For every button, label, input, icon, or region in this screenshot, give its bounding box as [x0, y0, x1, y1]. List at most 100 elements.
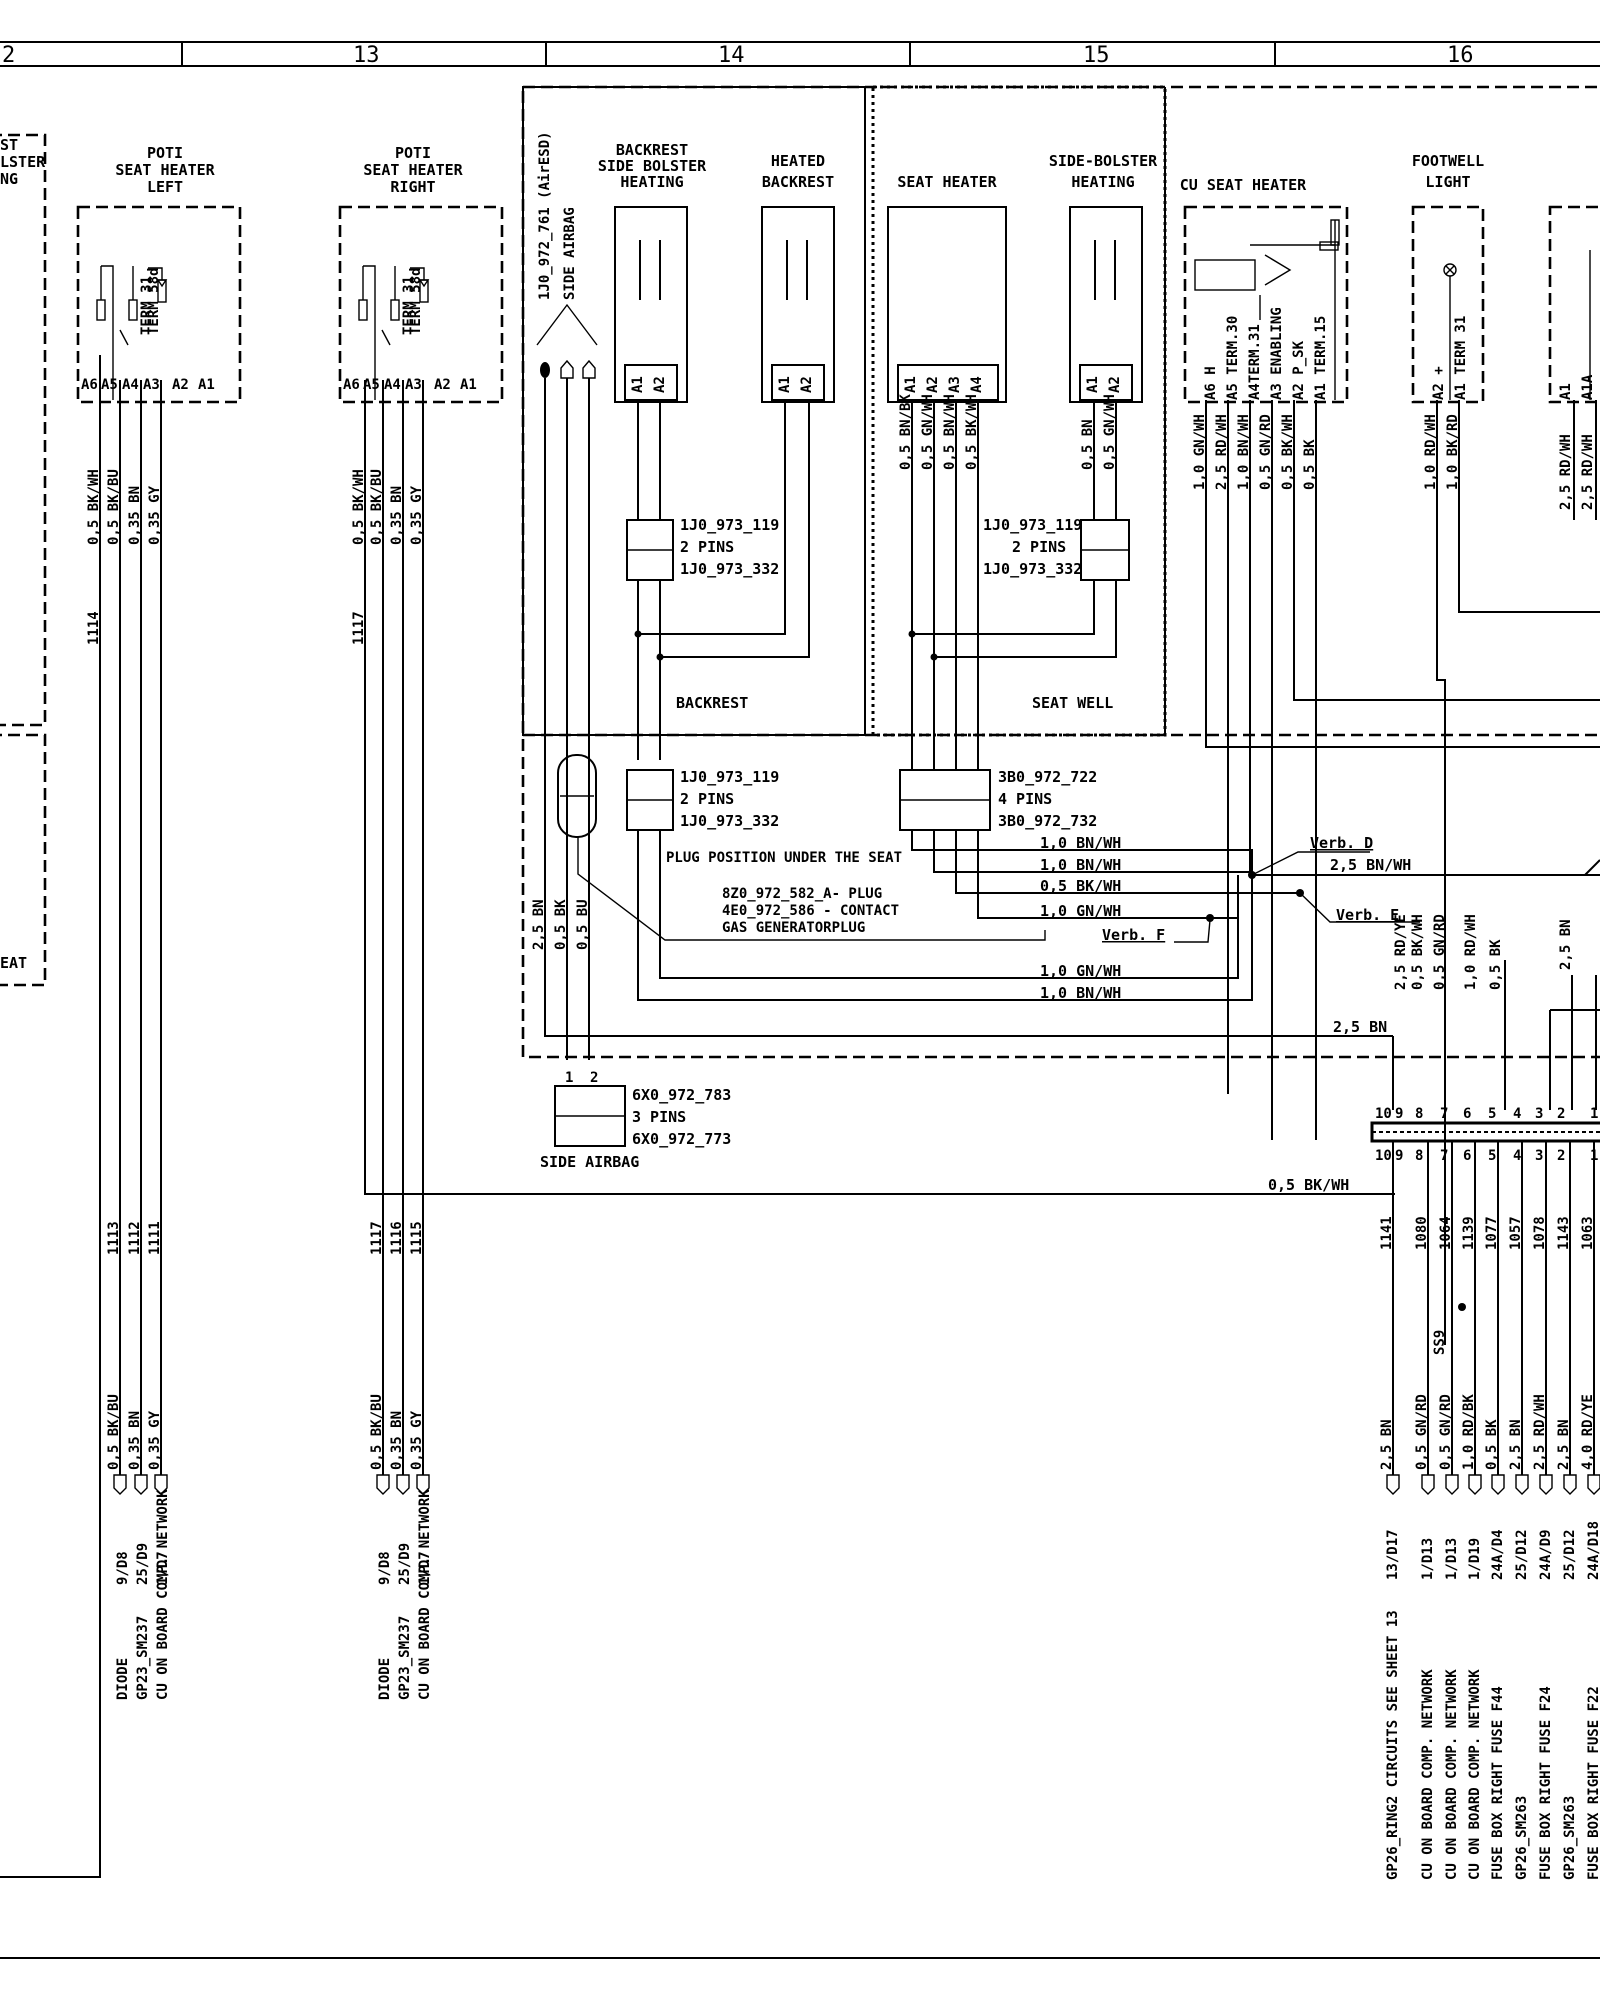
c1-line-2: 2 PINS	[680, 538, 734, 556]
wire-label: 0,35 GY	[409, 1410, 425, 1470]
terminal-bottom-number: 9	[1395, 1148, 1403, 1164]
vertical-bundle-labels: 2,5 RD/YE 0,5 BK/WH 0,5 GN/RD 1,0 RD/WH …	[1392, 914, 1600, 1110]
side-airbag-label: SIDE AIRBAG	[562, 207, 578, 300]
terminal-bottom-number: 5	[1488, 1148, 1496, 1164]
poti-left-pin-a5: A5	[101, 377, 118, 393]
wire-label: 4,0 RD/YE	[1580, 1394, 1596, 1470]
destination-desc: FUSE BOX RIGHT FUSE F24	[1538, 1686, 1554, 1880]
wire-label: 0,5 BN	[1080, 419, 1096, 470]
wire-label: 0,5 BU	[575, 899, 591, 950]
cu-pin-a1: A1 TERM.15	[1313, 316, 1329, 400]
footwell-title-2: LIGHT	[1425, 173, 1470, 191]
wire-label: 0,5 GN/RD	[1258, 414, 1274, 490]
pr-pin-a1a: A1A	[1580, 374, 1596, 400]
wire-label: 0,5 BK/BU	[369, 469, 385, 545]
bsb-pin-a2: A2	[652, 376, 668, 393]
sbh-title-2: HEATING	[1071, 173, 1134, 191]
column-number-13: 13	[353, 43, 380, 68]
destination-desc: CU ON BOARD COMP. NETWORK	[417, 1489, 433, 1700]
c1-line-3: 1J0_973_332	[680, 560, 779, 578]
terminal-block: 1010998877665544332211	[1370, 1106, 1600, 1164]
pin-2: 2	[590, 1070, 598, 1086]
left-partial-bottom-label: EAT	[0, 954, 27, 972]
c4-line-1: 3B0_972_722	[998, 768, 1097, 786]
c3-line-3: 1J0_973_332	[680, 812, 779, 830]
wire-terminal-icon	[1539, 1474, 1553, 1495]
circuit-number: 1141	[1379, 1216, 1395, 1250]
poti-right-term58d: TERM 58d	[408, 268, 424, 335]
bsb-title-1: BACKREST	[616, 141, 688, 159]
heated-backrest-title-2: BACKREST	[762, 173, 834, 191]
wire-label: 2,5 BN	[1508, 1419, 1524, 1470]
destination-ref: 1/D13	[1444, 1538, 1460, 1580]
wire-label: 0,5 BK	[1302, 439, 1318, 490]
h-wire-label: 1,0 BN/WH	[1040, 834, 1121, 852]
footwell-title-1: FOOTWELL	[1412, 152, 1484, 170]
circuit-number: 1063	[1580, 1216, 1596, 1250]
circuit-number: 1113	[106, 1221, 122, 1255]
terminal-top-number: 7	[1440, 1106, 1448, 1122]
wire-label: 0,5 BK	[553, 899, 569, 950]
wire-label: 2,5 BN	[1556, 1419, 1572, 1470]
c3-line-2: 2 PINS	[680, 790, 734, 808]
terminal-bottom-number: 4	[1513, 1148, 1521, 1164]
splice-label: SS9	[1432, 1330, 1448, 1355]
wire-label: 2,5 BN	[531, 899, 547, 950]
poti-seat-heater-right: POTI SEAT HEATER RIGHT TERM 31 TERM 58d …	[338, 144, 1395, 1700]
terminal-top-number: 3	[1535, 1106, 1543, 1122]
c3-line-1: 1J0_973_119	[680, 768, 779, 786]
left-partial-label-3: NG	[0, 170, 18, 188]
wire-terminal-icon	[1587, 1474, 1600, 1495]
area-label-backrest: BACKREST	[676, 694, 748, 712]
wire-label: 0,35 BN	[127, 1411, 143, 1470]
destination-ref: 24A/D18	[1586, 1521, 1600, 1580]
wire-label: 0,5 BK	[1488, 939, 1504, 990]
pr-pin-a1: A1	[1558, 383, 1574, 400]
hb-pin-a1: A1	[777, 376, 793, 393]
airbag-conn-label: SIDE AIRBAG	[540, 1153, 639, 1171]
terminal-top-number: 8	[1415, 1106, 1423, 1122]
heated-backrest-title-1: HEATED	[771, 152, 825, 170]
destination-desc: GP26_SM263	[1514, 1796, 1530, 1880]
circuit-number: 1078	[1532, 1216, 1548, 1250]
poti-left-pin-a3: A3	[143, 377, 160, 393]
destination-ref: 25/D12	[1514, 1529, 1530, 1580]
left-partial-component: ST LSTER NG EAT	[0, 133, 101, 1878]
c1-line-1: 1J0_973_119	[680, 516, 779, 534]
poti-right-pin-a3: A3	[405, 377, 422, 393]
wire-terminal-icon	[1515, 1474, 1529, 1495]
poti-right-title-3: RIGHT	[390, 178, 435, 196]
wire-label: 0,5 GN/RD	[1432, 914, 1448, 990]
poti-right-title-1: POTI	[395, 144, 431, 162]
fw-pin-a1: A1 TERM 31	[1453, 316, 1469, 400]
circuit-number: 1139	[1461, 1216, 1477, 1250]
left-partial-label-2: LSTER	[0, 153, 46, 171]
wire-label: 0,5 GN/RD	[1438, 1394, 1454, 1470]
terminal-bottom-number: 8	[1415, 1148, 1423, 1164]
bsb-pin-a1: A1	[630, 376, 646, 393]
terminal-bottom-number: 2	[1557, 1148, 1565, 1164]
gas-plug-line-2: 4E0_972_586 - CONTACT	[722, 903, 899, 919]
cu-pin-a6: A6 H	[1203, 366, 1219, 400]
destination-desc: FUSE BOX RIGHT FUSE F22	[1586, 1686, 1600, 1880]
junction-verb-d: Verb. D	[1310, 834, 1373, 852]
destination-desc: GP23_SM237	[397, 1616, 413, 1700]
wire-terminal-icon	[1445, 1474, 1459, 1495]
circuit-number: 1080	[1414, 1216, 1430, 1250]
destination-desc: DIODE	[115, 1658, 131, 1700]
terminal-bottom-number: 3	[1535, 1148, 1543, 1164]
terminal-top-number: 1	[1590, 1106, 1598, 1122]
poti-left-term31: TERM 31	[139, 276, 155, 335]
c2-line-3: 1J0_973_332	[983, 560, 1082, 578]
splice-point	[1458, 1303, 1466, 1311]
wire-label: 0,35 BN	[389, 1411, 405, 1470]
poti-seat-heater-left: POTI SEAT HEATER LEFT TERM 31 TERM 58d A…	[76, 144, 242, 1700]
wire-label: 2,5 RD/WH	[1214, 414, 1230, 490]
h-wire-label: 1,0 BN/WH	[1040, 856, 1121, 874]
left-partial-label-1: ST	[0, 136, 18, 154]
destination-desc: CU ON BOARD COMP. NETWORK	[1444, 1669, 1460, 1880]
partial-right-component: A1 A1A 2,5 RD/WH 2,5 RD/WH	[1548, 205, 1600, 520]
under-seat-connectors: 1J0_973_119 2 PINS 1J0_973_332 PLUG POSI…	[626, 768, 1300, 1001]
wire-terminal-icon	[1563, 1474, 1577, 1495]
